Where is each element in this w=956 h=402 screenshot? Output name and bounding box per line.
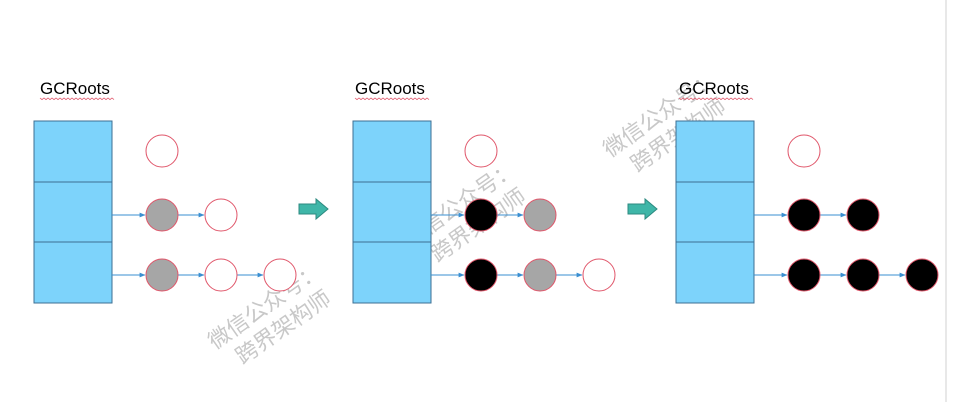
black-object-node xyxy=(464,258,498,292)
gray-object-node xyxy=(145,198,179,232)
label-spell-underline xyxy=(39,97,115,101)
black-object-node xyxy=(846,258,880,292)
white-object-node xyxy=(464,134,498,168)
black-object-node xyxy=(905,258,939,292)
black-object-node xyxy=(464,198,498,232)
label-spell-underline xyxy=(678,97,754,101)
gray-object-node xyxy=(523,258,557,292)
black-object-node xyxy=(846,198,880,232)
panel-3-label: GCRoots xyxy=(679,79,749,98)
panel-1-root-cell-2 xyxy=(33,181,113,243)
panel-3-root-cell-3 xyxy=(675,241,755,304)
panel-2-root-cell-2 xyxy=(352,181,432,243)
panel-3-label-group: GCRoots xyxy=(678,79,754,101)
panel-1-label: GCRoots xyxy=(40,79,110,98)
black-object-node xyxy=(787,258,821,292)
white-object-node xyxy=(263,258,297,292)
label-spell-underline xyxy=(354,97,430,101)
object-nodes xyxy=(145,134,939,292)
panel-1-root-cell-3 xyxy=(33,241,113,304)
panel-2-label: GCRoots xyxy=(355,79,425,98)
teal-right-arrow-icon xyxy=(627,197,658,221)
white-object-node xyxy=(204,198,238,232)
gray-object-node xyxy=(145,258,179,292)
panel-2-label-group: GCRoots xyxy=(354,79,430,101)
white-object-node xyxy=(787,134,821,168)
panel-2-root-cell-1 xyxy=(352,120,432,183)
step-arrow-1 xyxy=(298,197,329,221)
white-object-node xyxy=(582,258,616,292)
root-stacks xyxy=(33,120,755,304)
step-arrow-2 xyxy=(627,197,658,221)
teal-right-arrow-icon xyxy=(298,197,329,221)
black-object-node xyxy=(787,198,821,232)
white-object-node xyxy=(145,134,179,168)
panel-3-root-cell-2 xyxy=(675,181,755,243)
panel-3-root-cell-1 xyxy=(675,120,755,183)
panel-2-root-cell-3 xyxy=(352,241,432,304)
panel-1-label-group: GCRoots xyxy=(39,79,115,101)
panel-1-root-cell-1 xyxy=(33,120,113,183)
white-object-node xyxy=(204,258,238,292)
gray-object-node xyxy=(523,198,557,232)
reference-edges xyxy=(112,212,906,278)
